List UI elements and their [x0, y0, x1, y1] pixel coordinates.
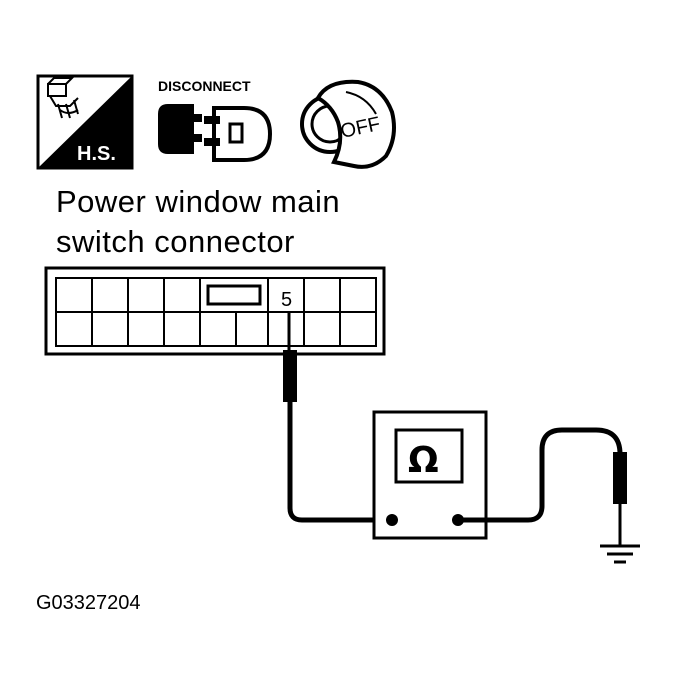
ohm-symbol: Ω: [408, 440, 439, 481]
meter-terminal-left: [386, 514, 398, 526]
title-line-1: Power window main: [56, 184, 340, 219]
title-line-2: switch connector: [56, 224, 295, 259]
pin-5-label: 5: [281, 289, 292, 311]
probe-lead-ground: [458, 427, 627, 546]
disconnect-label: DISCONNECT: [158, 78, 251, 94]
connector-face: [44, 266, 386, 356]
harness-connector-icon: H.S.: [36, 74, 134, 170]
ignition-off-icon: OFF: [300, 79, 396, 169]
figure-id: G03327204: [36, 592, 141, 614]
disconnect-icon: DISCONNECT: [158, 78, 273, 162]
ohmmeter: Ω: [372, 410, 488, 540]
ground-symbol-icon: [600, 544, 640, 564]
probe-lead-pin5: [283, 312, 392, 523]
hs-label: H.S.: [77, 143, 116, 165]
